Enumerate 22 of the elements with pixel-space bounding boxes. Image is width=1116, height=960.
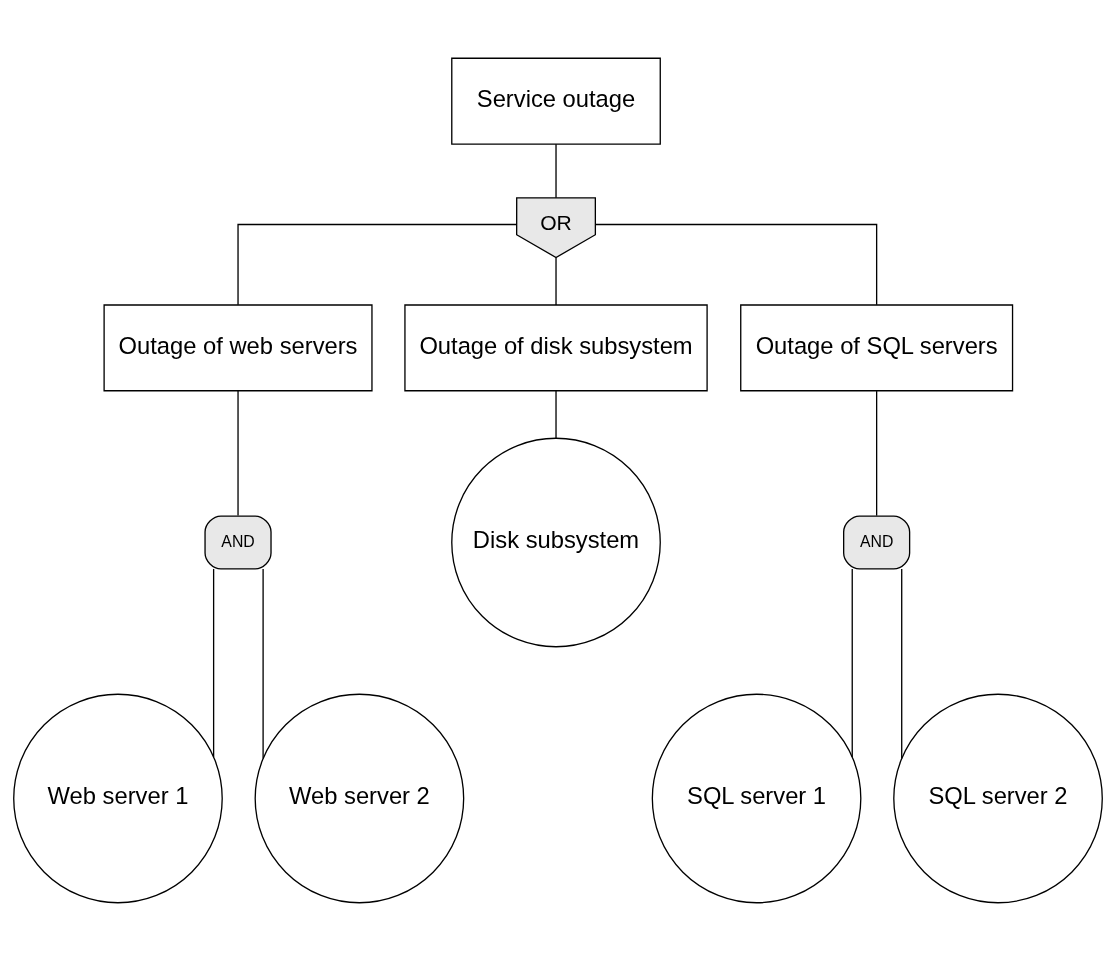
node-box: Outage of disk subsystem	[404, 303, 708, 391]
connector	[555, 389, 557, 439]
node-box: AND	[204, 514, 272, 570]
node-box: Outage of web servers	[103, 303, 373, 391]
connector	[555, 256, 557, 306]
connector	[876, 389, 878, 516]
connector	[262, 567, 264, 759]
node-box: Outage of SQL servers	[740, 303, 1014, 391]
connector	[212, 567, 215, 758]
node-circle: Disk subsystem	[451, 437, 661, 647]
connector	[594, 223, 878, 305]
node-circle: Web server 2	[254, 693, 465, 903]
node-circle: SQL server 2	[893, 693, 1103, 903]
connector	[555, 143, 557, 198]
node-box: AND	[843, 514, 911, 570]
connector	[851, 567, 853, 758]
connector	[237, 389, 239, 516]
connector	[901, 567, 903, 759]
node-box: Service outage	[451, 57, 661, 145]
node-circle: Web server 1	[13, 693, 223, 903]
node-circle: SQL server 1	[651, 693, 862, 903]
connector	[237, 223, 518, 305]
